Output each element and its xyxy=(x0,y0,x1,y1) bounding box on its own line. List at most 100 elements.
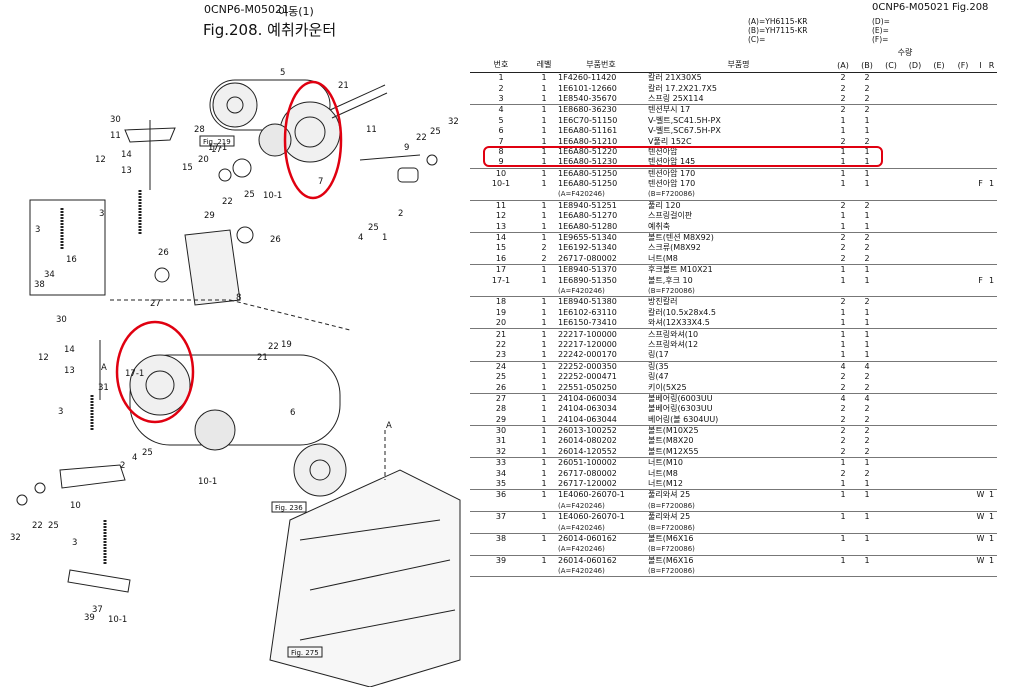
legend-c: (C)= xyxy=(748,35,766,44)
cell-nm: 너트(M8 xyxy=(646,253,831,266)
cell-no: 19 xyxy=(495,307,507,317)
cell-i xyxy=(975,73,986,84)
cell-pn: 1E4060-26070-1 xyxy=(558,512,625,522)
cell-r xyxy=(986,340,997,350)
cell-b: 2 xyxy=(855,446,879,459)
belt-lower-6 xyxy=(129,354,341,446)
cell-empty xyxy=(879,544,903,556)
cell-lv: 1 xyxy=(541,105,547,115)
cell-empty xyxy=(927,490,951,501)
cell-lv: 1 xyxy=(532,414,556,426)
cell-pn: 22551-050250 xyxy=(556,382,646,394)
cell-lv: 1 xyxy=(541,512,547,522)
cell-no: 25 xyxy=(495,372,507,382)
cell-i xyxy=(975,126,986,136)
cell-empty xyxy=(927,211,951,221)
cell-no: 22 xyxy=(495,339,507,349)
cell-i xyxy=(975,404,986,414)
col-b: (B) xyxy=(855,48,879,73)
callout-26-lower: 21 xyxy=(257,353,268,363)
cell-a: 1 xyxy=(831,221,855,233)
cell-pn: 1E8540-35670 xyxy=(556,93,646,106)
cell-b: 1 xyxy=(864,168,870,178)
cell-sa: (A=F420246) xyxy=(556,500,646,513)
cell-nm: 스프링 25X114 xyxy=(646,93,831,106)
col-a: (A) xyxy=(831,48,855,73)
cell-empty xyxy=(903,361,927,372)
cell-empty xyxy=(951,393,975,404)
callout-3: 3 xyxy=(99,209,104,219)
cell-i: F xyxy=(978,179,983,189)
cell-nm: 텐션아암 170 xyxy=(648,179,696,189)
washer-24 xyxy=(34,482,46,494)
cell-nm: 스프링걸이판 xyxy=(648,211,693,221)
cell-no: 7 xyxy=(498,136,504,146)
cell-a: 4 xyxy=(840,393,846,403)
cell-empty xyxy=(903,414,927,426)
cell-empty xyxy=(927,221,951,233)
cell-pn: 1E6A80-51210 xyxy=(558,136,618,146)
callout-25: 22 xyxy=(222,197,233,207)
cell-empty xyxy=(927,126,951,136)
cell-lv: 1 xyxy=(541,436,547,446)
pulley-7-lower-hub xyxy=(145,370,175,400)
cell-pn: 1E6A80-51250 xyxy=(558,168,618,178)
cell-sa: (A=F420246) xyxy=(556,189,646,201)
arm-9 xyxy=(359,154,421,161)
cell-a: 2 xyxy=(840,136,846,146)
callout-27: 25 xyxy=(48,521,59,531)
cell-no: 10 xyxy=(495,168,507,178)
cell-r: 1 xyxy=(988,512,995,522)
cell-no: 31 xyxy=(495,436,507,446)
cell-lv: 1 xyxy=(541,361,547,371)
cell-empty xyxy=(903,468,927,478)
cell-lv: 1 xyxy=(541,307,547,317)
cell-empty xyxy=(951,136,975,146)
cell-nm: 방진칼러 xyxy=(648,297,678,307)
cell-a: 2 xyxy=(840,83,846,93)
cell-a: 2 xyxy=(840,372,846,382)
cell-empty xyxy=(927,265,951,276)
pulley-upper-left-hub xyxy=(226,96,244,114)
cell-lv: 1 xyxy=(541,179,547,189)
callout-27-upper: 25 xyxy=(430,127,441,137)
callout-14: 12 xyxy=(95,155,106,165)
cell-r xyxy=(986,382,997,394)
cell-pn: 26717-120002 xyxy=(556,478,646,491)
cell-empty xyxy=(903,147,927,157)
cell-nm: 볼트(M8X20 xyxy=(648,436,694,446)
cell-a: 2 xyxy=(840,468,846,478)
col-part-no: 부품번호 xyxy=(556,48,646,73)
cell-nm: 볼트(M6X16 xyxy=(648,555,694,565)
cell-a: 1 xyxy=(840,211,846,221)
cell-empty xyxy=(951,512,975,523)
spring-inset-box xyxy=(29,199,106,296)
cell-i: W xyxy=(976,512,985,522)
cell-no: 38 xyxy=(495,533,507,543)
cell-lv: 1 xyxy=(541,83,547,93)
cell-pn: 22217-100000 xyxy=(558,329,617,339)
cell-no: 34 xyxy=(495,468,507,478)
cell-empty xyxy=(951,93,975,106)
legend-a: (A)=YH6115-KR xyxy=(748,17,808,26)
cell-empty xyxy=(879,468,903,478)
cell-empty xyxy=(951,168,975,179)
cell-b: 2 xyxy=(864,136,870,146)
cell-empty xyxy=(927,243,951,253)
callout-16-lower: 14 xyxy=(64,345,75,355)
cell-nm: V-벨트,SC41.5H-PX xyxy=(648,115,721,125)
cell-a: 1 xyxy=(840,179,846,189)
cell-empty xyxy=(879,157,903,169)
pulley-7-lower xyxy=(129,354,191,416)
cell-empty xyxy=(951,297,975,308)
cell-nm: 텐션아암 xyxy=(648,146,678,156)
cell-i xyxy=(975,308,986,318)
cell-empty xyxy=(951,446,975,459)
legend-e: (E)= xyxy=(872,26,889,35)
